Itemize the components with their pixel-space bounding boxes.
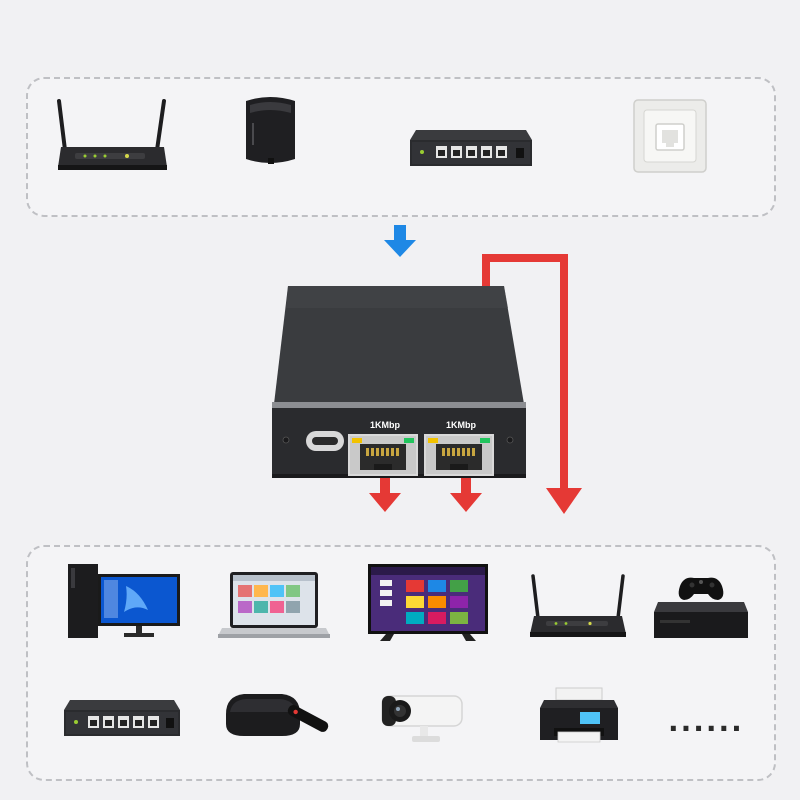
security-camera-icon [381, 695, 463, 742]
wifi-router-icon [57, 99, 167, 170]
input-arrow-icon [384, 225, 416, 257]
ethernet-wall-jack-icon [633, 99, 707, 173]
more-devices-indicator: ...... [668, 705, 744, 738]
port-1-label: 1KMbp [370, 420, 400, 430]
output-arrow-icon [369, 478, 401, 512]
wifi-router-icon [530, 574, 626, 637]
tv-box-icon [226, 694, 329, 736]
output-arrow-icon [450, 478, 482, 512]
laptop-icon [218, 572, 330, 638]
game-console-icon [654, 577, 748, 638]
smart-tv-icon [368, 564, 488, 641]
output-loop-arrow-icon [482, 254, 582, 514]
modem-icon [246, 97, 295, 164]
network-switch-icon [64, 700, 180, 736]
network-switch-icon [410, 130, 532, 166]
ethernet-splitter-device: 1KMbp 1KMbp [272, 286, 526, 478]
desktop-pc-icon [68, 564, 180, 638]
port-2-label: 1KMbp [446, 420, 476, 430]
printer-icon [540, 687, 618, 743]
